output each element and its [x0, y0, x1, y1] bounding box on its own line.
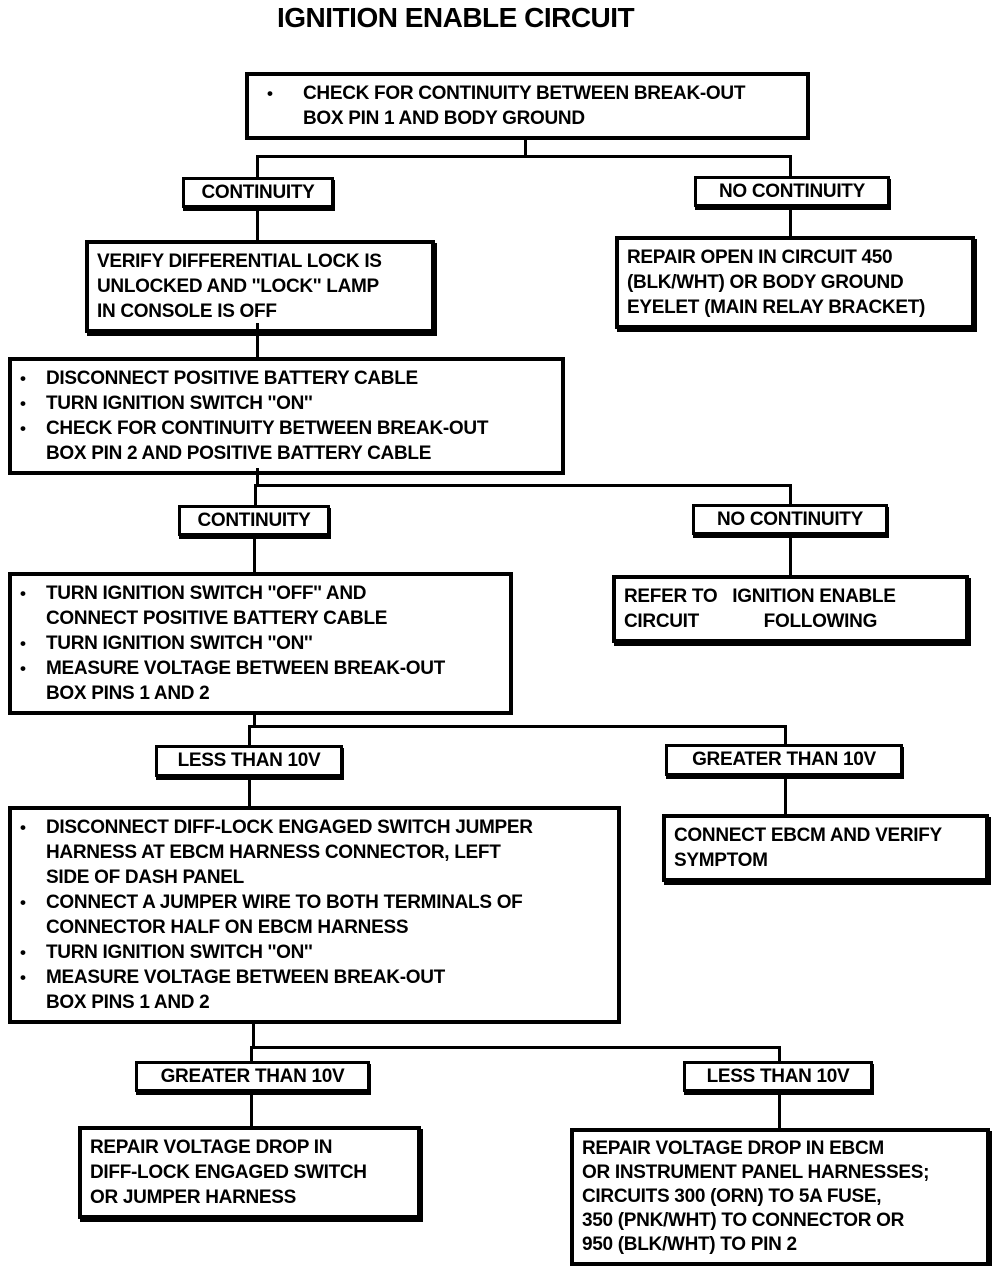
- connector-line: [256, 208, 259, 242]
- bullet-list: • DISCONNECT DIFF-LOCK ENGAGED SWITCH JUM…: [20, 815, 609, 1015]
- flow-box-repair-open-circuit-450: REPAIR OPEN IN CIRCUIT 450 (BLK/WHT) OR …: [615, 236, 975, 329]
- flow-box-repair-ebcm-harness: REPAIR VOLTAGE DROP IN EBCM OR INSTRUMEN…: [570, 1128, 990, 1266]
- connector-line: [252, 1020, 255, 1048]
- connector-line: [253, 711, 256, 727]
- flow-label-less-than-10v-1: LESS THAN 10V: [155, 745, 343, 777]
- bullet-item-text: MEASURE VOLTAGE BETWEEN BREAK-OUT BOX PI…: [46, 967, 445, 1013]
- flow-label-less-than-10v-2: LESS THAN 10V: [683, 1061, 873, 1092]
- flow-box-connect-ebcm: CONNECT EBCM AND VERIFY SYMPTOM: [662, 814, 989, 882]
- flow-label-greater-than-10v-2: GREATER THAN 10V: [135, 1061, 370, 1092]
- bullet-item: • TURN IGNITION SWITCH ''ON'': [20, 391, 553, 416]
- connector-line: [250, 1046, 253, 1062]
- flow-label-no-continuity-1: NO CONTINUITY: [694, 176, 890, 207]
- box-text: REPAIR VOLTAGE DROP IN DIFF-LOCK ENGAGED…: [90, 1137, 367, 1208]
- connector-line: [256, 155, 792, 158]
- bullet-item: • MEASURE VOLTAGE BETWEEN BREAK-OUT BOX P…: [20, 965, 609, 1015]
- connector-line: [789, 155, 792, 178]
- page-title: IGNITION ENABLE CIRCUIT: [277, 2, 635, 33]
- bullet-icon: •: [20, 369, 26, 388]
- connector-line: [789, 484, 792, 506]
- flow-label-continuity-2: CONTINUITY: [178, 505, 330, 536]
- connector-line: [253, 536, 256, 574]
- connector-line: [789, 207, 792, 238]
- bullet-icon: •: [20, 943, 26, 962]
- connector-line: [248, 725, 251, 746]
- bullet-item-text: TURN IGNITION SWITCH ''ON'': [46, 942, 313, 963]
- bullet-item-text: TURN IGNITION SWITCH ''ON'': [46, 393, 313, 414]
- flow-box-repair-diff-lock-switch: REPAIR VOLTAGE DROP IN DIFF-LOCK ENGAGED…: [78, 1126, 421, 1219]
- box-text: REPAIR OPEN IN CIRCUIT 450 (BLK/WHT) OR …: [627, 247, 926, 318]
- connector-line: [784, 776, 787, 816]
- bullet-item: • TURN IGNITION SWITCH ''ON'': [20, 940, 609, 965]
- flow-box-refer-ignition-enable: REFER TO IGNITION ENABLE CIRCUIT FOLLOWI…: [612, 575, 969, 643]
- connector-line: [256, 468, 259, 486]
- connector-line: [789, 535, 792, 576]
- bullet-icon: •: [20, 419, 26, 438]
- connector-line: [778, 1092, 781, 1130]
- bullet-item-text: CHECK FOR CONTINUITY BETWEEN BREAK-OUT B…: [46, 418, 489, 464]
- bullet-icon: •: [20, 968, 26, 987]
- bullet-item-text: MEASURE VOLTAGE BETWEEN BREAK-OUT BOX PI…: [46, 658, 445, 704]
- bullet-icon: •: [20, 394, 26, 413]
- box-text: REPAIR VOLTAGE DROP IN EBCM OR INSTRUMEN…: [582, 1138, 930, 1255]
- flow-box-jumper-test: • DISCONNECT DIFF-LOCK ENGAGED SWITCH JUM…: [8, 806, 621, 1024]
- connector-line: [254, 484, 792, 487]
- label-text: CONTINUITY: [197, 509, 311, 531]
- bullet-item: • DISCONNECT POSITIVE BATTERY CABLE: [20, 366, 553, 391]
- label-text: LESS THAN 10V: [706, 1065, 850, 1087]
- flow-box-check-continuity-pin2: • DISCONNECT POSITIVE BATTERY CABLE • TURN …: [8, 357, 565, 475]
- bullet-item: • MEASURE VOLTAGE BETWEEN BREAK-OUT BOX P…: [20, 656, 501, 706]
- connector-line: [250, 1046, 781, 1049]
- connector-line: [254, 484, 257, 506]
- bullet-icon: •: [20, 584, 26, 603]
- bullet-icon: •: [267, 84, 273, 103]
- box-text: VERIFY DIFFERENTIAL LOCK IS UNLOCKED AND…: [97, 251, 382, 322]
- connector-line: [256, 323, 259, 359]
- flow-label-greater-than-10v-1: GREATER THAN 10V: [665, 744, 903, 776]
- connector-line: [248, 725, 787, 728]
- connector-line: [256, 155, 259, 178]
- bullet-item: • CONNECT A JUMPER WIRE TO BOTH TERMINALS…: [20, 890, 609, 940]
- label-text: CONTINUITY: [201, 181, 315, 203]
- bullet-item: • TURN IGNITION SWITCH ''ON'': [20, 631, 501, 656]
- bullet-item-text: TURN IGNITION SWITCH ''ON'': [46, 633, 313, 654]
- bullet-item-text: DISCONNECT POSITIVE BATTERY CABLE: [46, 368, 418, 389]
- flow-label-no-continuity-2: NO CONTINUITY: [692, 504, 888, 535]
- label-text: GREATER THAN 10V: [160, 1065, 345, 1087]
- bullet-icon: •: [20, 818, 26, 837]
- flow-box-check-continuity-pin1: • CHECK FOR CONTINUITY BETWEEN BREAK-OUT …: [245, 72, 810, 140]
- box-text: CONNECT EBCM AND VERIFY SYMPTOM: [674, 825, 942, 871]
- bullet-icon: •: [20, 634, 26, 653]
- label-text: LESS THAN 10V: [177, 750, 321, 771]
- bullet-item-text: TURN IGNITION SWITCH ''OFF'' AND CONNECT…: [46, 583, 388, 629]
- bullet-list: • CHECK FOR CONTINUITY BETWEEN BREAK-OUT …: [257, 81, 798, 131]
- bullet-item: • CHECK FOR CONTINUITY BETWEEN BREAK-OUT …: [20, 416, 553, 466]
- flow-label-continuity-1: CONTINUITY: [182, 177, 334, 208]
- bullet-item: • TURN IGNITION SWITCH ''OFF'' AND CONNEC…: [20, 581, 501, 631]
- flow-box-verify-diff-lock: VERIFY DIFFERENTIAL LOCK IS UNLOCKED AND…: [85, 240, 435, 333]
- label-text: NO CONTINUITY: [717, 508, 863, 530]
- bullet-list: • DISCONNECT POSITIVE BATTERY CABLE • TURN …: [20, 366, 553, 466]
- bullet-item-text: DISCONNECT DIFF-LOCK ENGAGED SWITCH JUMP…: [46, 817, 533, 888]
- bullet-item: • CHECK FOR CONTINUITY BETWEEN BREAK-OUT …: [257, 81, 798, 131]
- bullet-item-text: CHECK FOR CONTINUITY BETWEEN BREAK-OUT B…: [303, 83, 746, 129]
- connector-line: [784, 725, 787, 746]
- bullet-list: • TURN IGNITION SWITCH ''OFF'' AND CONNEC…: [20, 581, 501, 706]
- label-text: NO CONTINUITY: [719, 180, 865, 202]
- bullet-item: • DISCONNECT DIFF-LOCK ENGAGED SWITCH JUM…: [20, 815, 609, 890]
- connector-line: [250, 1092, 253, 1128]
- bullet-icon: •: [20, 659, 26, 678]
- box-text: REFER TO IGNITION ENABLE CIRCUIT FOLLOWI…: [624, 586, 896, 632]
- bullet-icon: •: [20, 893, 26, 912]
- label-text: GREATER THAN 10V: [692, 749, 876, 770]
- connector-line: [248, 777, 251, 808]
- connector-line: [524, 136, 527, 157]
- connector-line: [778, 1046, 781, 1062]
- flow-box-measure-voltage-1: • TURN IGNITION SWITCH ''OFF'' AND CONNEC…: [8, 572, 513, 715]
- bullet-item-text: CONNECT A JUMPER WIRE TO BOTH TERMINALS …: [46, 892, 523, 938]
